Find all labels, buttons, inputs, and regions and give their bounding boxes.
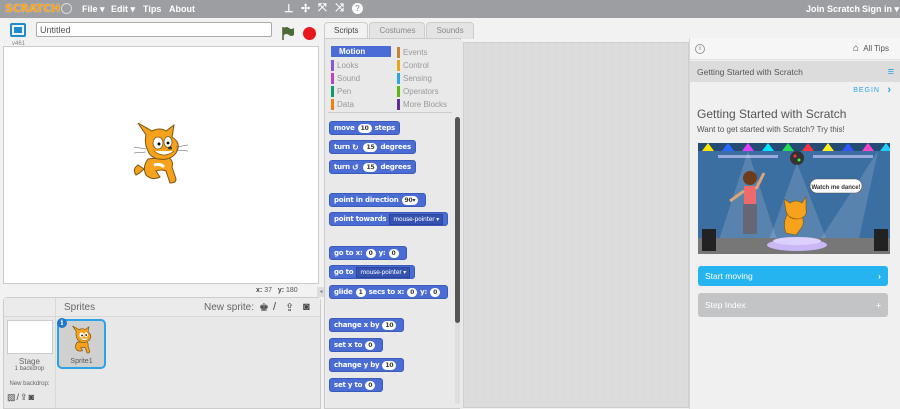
step-index-button[interactable]: Step Index+	[698, 293, 888, 317]
tab-costumes[interactable]: Costumes	[369, 22, 426, 39]
block-palette: Motion Looks Sound Pen Data Events Contr…	[324, 38, 461, 409]
category-sound[interactable]: Sound	[331, 73, 391, 84]
menu-tips[interactable]: Tips	[143, 4, 162, 14]
scripts-area[interactable]	[463, 42, 689, 408]
camera-backdrop-icon[interactable]: ◙	[28, 392, 36, 402]
tab-scripts[interactable]: Scripts	[324, 22, 369, 39]
tip-heading: Getting Started with Scratch	[697, 107, 847, 121]
chevron-right-icon[interactable]: ›	[887, 84, 891, 96]
paint-sprite-icon[interactable]: /	[273, 301, 277, 313]
category-operators[interactable]: Operators	[397, 86, 457, 97]
paint-backdrop-icon[interactable]: /	[16, 392, 21, 402]
sprite-pane: Sprites New sprite: ♚ / ⇪ ◙ Stage 1 back…	[3, 297, 321, 409]
backdrop-count: 1 backdrop	[14, 366, 45, 372]
tips-section-bar: Getting Started with Scratch ≡	[690, 61, 900, 82]
begin-link[interactable]: BEGIN	[853, 87, 880, 94]
shrink-icon[interactable]: ⤨	[335, 2, 344, 14]
category-events[interactable]: Events	[397, 47, 457, 58]
hamburger-menu-icon[interactable]: ≡	[887, 66, 894, 78]
upload-sprite-icon[interactable]: ⇪	[285, 302, 295, 314]
all-tips-link[interactable]: All Tips	[863, 44, 889, 53]
editor-tabs: Scripts Costumes Sounds	[324, 22, 475, 39]
target-dropdown[interactable]: mouse-pointer ▾	[389, 213, 444, 225]
help-icon[interactable]: ?	[352, 3, 363, 14]
start-moving-button[interactable]: Start moving›	[698, 266, 888, 286]
scratch-logo[interactable]: SCRATCH	[5, 2, 60, 15]
speech-bubble-text: Watch me dance!	[811, 185, 860, 191]
delete-scissors-icon[interactable]: ✢	[301, 3, 311, 15]
new-sprite-label: New sprite:	[204, 302, 255, 313]
menu-bar: SCRATCH File ▾ Edit ▾ Tips About ⊥ ✢ ⤧ ⤨…	[0, 0, 900, 18]
sprite-cat-on-stage[interactable]	[130, 121, 192, 187]
rotate-left-icon: ↺	[351, 162, 359, 172]
stop-button[interactable]	[303, 27, 316, 40]
sprite-library-icon[interactable]: ♚	[259, 302, 269, 314]
mouse-coordinates: x: 37 y: 180	[256, 287, 298, 294]
category-sensing[interactable]: Sensing	[397, 73, 457, 84]
sprite-tile[interactable]: i Sprite1	[57, 318, 106, 369]
tab-sounds[interactable]: Sounds	[426, 22, 474, 39]
category-looks[interactable]: Looks	[331, 60, 391, 71]
join-scratch-link[interactable]: Join Scratch	[806, 4, 861, 14]
sprite-name: Sprite1	[70, 358, 93, 365]
category-control[interactable]: Control	[397, 60, 457, 71]
chevron-right-icon: ›	[878, 271, 881, 281]
category-pen[interactable]: Pen	[331, 86, 391, 97]
fullscreen-icon[interactable]	[10, 23, 26, 37]
stage-header: v461	[0, 18, 320, 47]
category-more-blocks[interactable]: More Blocks	[397, 99, 457, 110]
tips-panel: x ⌂ All Tips Getting Started with Scratc…	[689, 38, 900, 409]
camera-sprite-icon[interactable]: ◙	[303, 301, 310, 313]
close-tips-icon[interactable]: x	[695, 44, 705, 54]
upload-backdrop-icon[interactable]: ⇪	[20, 392, 29, 402]
new-backdrop-label: New backdrop:	[9, 381, 50, 387]
backdrop-library-icon[interactable]: ▨	[7, 392, 17, 402]
tip-illustration: Watch me dance!	[698, 143, 890, 254]
plus-icon: +	[876, 300, 881, 310]
goto-dropdown[interactable]: mouse-pointer ▾	[356, 266, 411, 278]
sprite-pane-header: Sprites New sprite: ♚ / ⇪ ◙	[55, 298, 320, 317]
language-globe-icon[interactable]	[61, 3, 72, 14]
grow-icon[interactable]: ⤧	[318, 2, 327, 14]
category-motion[interactable]: Motion	[331, 46, 391, 57]
version-label: v461	[12, 41, 26, 47]
green-flag-icon[interactable]	[281, 26, 295, 40]
menu-file[interactable]: File ▾	[82, 4, 105, 14]
category-data[interactable]: Data	[331, 99, 391, 110]
stage-thumbnail[interactable]	[7, 320, 53, 354]
palette-scrollbar[interactable]	[455, 117, 460, 323]
menu-edit[interactable]: Edit ▾	[111, 4, 136, 14]
stage-label: Stage	[19, 357, 40, 366]
duplicate-stamp-icon[interactable]: ⊥	[284, 3, 294, 15]
menu-about[interactable]: About	[169, 4, 195, 14]
sprite-thumbnail-cat	[72, 325, 92, 354]
sign-in-menu[interactable]: Sign in ▾	[862, 4, 900, 14]
tips-section-title: Getting Started with Scratch	[697, 67, 803, 77]
project-title-input[interactable]	[36, 22, 272, 37]
home-icon[interactable]: ⌂	[852, 43, 859, 54]
rotate-right-icon: ↻	[351, 142, 359, 152]
tip-subheading: Want to get started with Scratch? Try th…	[697, 125, 845, 134]
collapse-stage-toggle[interactable]: ◂	[317, 287, 325, 297]
sprites-title: Sprites	[64, 302, 96, 313]
info-icon[interactable]: i	[57, 318, 67, 328]
stage-canvas[interactable]	[3, 46, 319, 284]
